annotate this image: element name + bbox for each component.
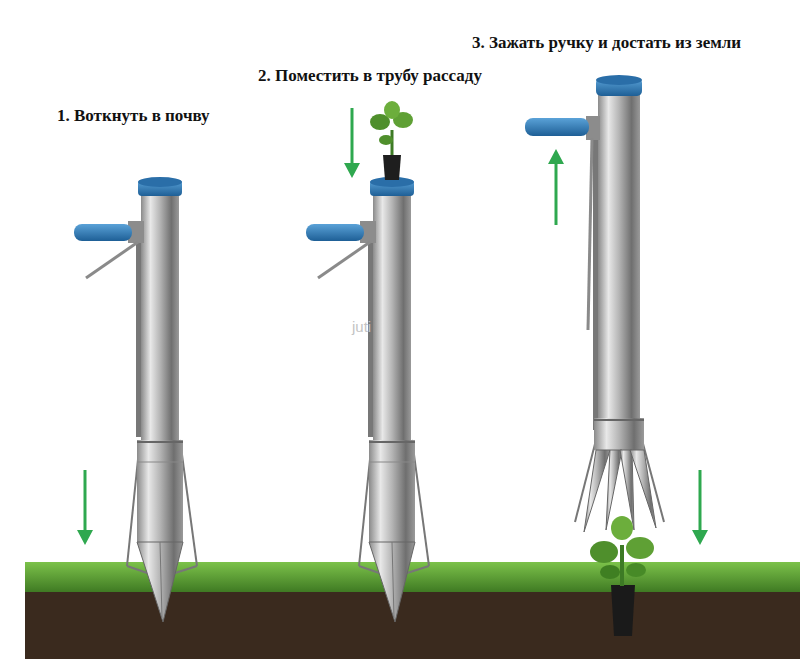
- step-caption: 3. Зажать ручку и достать из земли: [472, 33, 741, 53]
- watermark: juti: [352, 318, 371, 336]
- soil: [25, 588, 800, 659]
- grass: [25, 562, 800, 592]
- step-caption: 1. Воткнуть в почву: [57, 106, 210, 126]
- planter-tool-2: [306, 177, 429, 622]
- motion-arrows: [77, 108, 708, 545]
- seedling-top: [370, 101, 413, 180]
- planter-tool-1: [74, 177, 197, 622]
- planted-seedling: [590, 516, 654, 636]
- step-caption: 2. Поместить в трубу рассаду: [258, 66, 482, 86]
- planter-tool-3: [525, 75, 664, 532]
